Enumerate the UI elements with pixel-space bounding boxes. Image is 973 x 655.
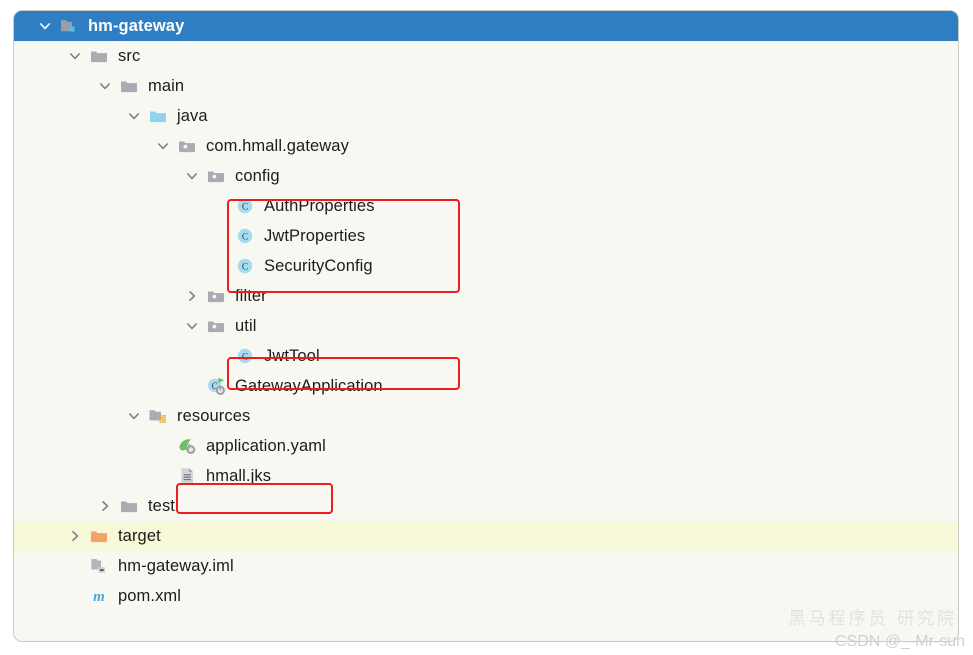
tree-row-label: src: [118, 46, 141, 65]
tree-indent-spacer: [208, 191, 234, 221]
chevron-down-icon[interactable]: [92, 71, 118, 101]
java-class-icon: C: [234, 255, 256, 277]
file-generic-icon: [176, 465, 198, 487]
tree-row-label: target: [118, 526, 161, 545]
tree-row-label: test: [148, 496, 175, 515]
chevron-down-icon[interactable]: [179, 311, 205, 341]
tree-row-label: GatewayApplication: [235, 376, 383, 395]
tree-row-label: config: [235, 166, 280, 185]
tree-row-gatewayapplication[interactable]: C GatewayApplication: [14, 371, 958, 401]
tree-indent-spacer: [208, 251, 234, 281]
folder-gray-icon: [118, 495, 140, 517]
iml-file-icon: [88, 555, 110, 577]
spring-yaml-icon: [176, 435, 198, 457]
chevron-right-icon[interactable]: [92, 491, 118, 521]
tree-row-pom-xml[interactable]: m pom.xml: [14, 581, 958, 611]
tree-row-label: AuthProperties: [264, 196, 375, 215]
spring-boot-class-icon: C: [205, 375, 227, 397]
tree-indent-spacer: [62, 551, 88, 581]
tree-row-filter[interactable]: filter: [14, 281, 958, 311]
chevron-right-icon[interactable]: [62, 521, 88, 551]
svg-text:m: m: [93, 589, 105, 605]
tree-row-label: JwtTool: [264, 346, 320, 365]
chevron-down-icon[interactable]: [121, 401, 147, 431]
tree-row-label: hm-gateway: [88, 16, 185, 35]
tree-row-hmall-jks[interactable]: hmall.jks: [14, 461, 958, 491]
chevron-down-icon[interactable]: [150, 131, 176, 161]
package-icon: [205, 165, 227, 187]
java-class-icon: C: [234, 225, 256, 247]
tree-row-label: application.yaml: [206, 436, 326, 455]
tree-row-label: SecurityConfig: [264, 256, 373, 275]
tree-indent-spacer: [150, 461, 176, 491]
tree-row-label: main: [148, 76, 185, 95]
tree-row-label: com.hmall.gateway: [206, 136, 349, 155]
package-icon: [205, 285, 227, 307]
tree-row-java[interactable]: java: [14, 101, 958, 131]
maven-icon: m: [88, 585, 110, 607]
tree-row-config[interactable]: config: [14, 161, 958, 191]
svg-text:C: C: [242, 203, 248, 213]
chevron-down-icon[interactable]: [121, 101, 147, 131]
folder-resources-icon: [147, 405, 169, 427]
watermark-csdn: CSDN @_-Mr-sun: [834, 633, 965, 650]
tree-row-label: resources: [177, 406, 251, 425]
watermark-chinese: 黑马程序员 研究院: [788, 609, 957, 629]
folder-sources-icon: [147, 105, 169, 127]
tree-row-jwttool[interactable]: C JwtTool: [14, 341, 958, 371]
svg-text:C: C: [242, 353, 248, 363]
tree-indent-spacer: [179, 371, 205, 401]
tree-row-label: pom.xml: [118, 586, 182, 605]
tree-row-label: hm-gateway.iml: [118, 556, 234, 575]
tree-row-label: filter: [235, 286, 267, 305]
tree-row-application-yaml[interactable]: application.yaml: [14, 431, 958, 461]
tree-indent-spacer: [208, 221, 234, 251]
chevron-down-icon[interactable]: [32, 11, 58, 41]
tree-row-label: java: [177, 106, 208, 125]
tree-indent-spacer: [150, 431, 176, 461]
tree-row-authproperties[interactable]: C AuthProperties: [14, 191, 958, 221]
tree-row-com-hmall-gateway[interactable]: com.hmall.gateway: [14, 131, 958, 161]
tree-row-test[interactable]: test: [14, 491, 958, 521]
tree-row-label: hmall.jks: [206, 466, 272, 485]
folder-excluded-icon: [88, 525, 110, 547]
java-class-icon: C: [234, 195, 256, 217]
chevron-down-icon[interactable]: [179, 161, 205, 191]
folder-gray-icon: [118, 75, 140, 97]
tree-row-hm-gateway-iml[interactable]: hm-gateway.iml: [14, 551, 958, 581]
chevron-down-icon[interactable]: [62, 41, 88, 71]
svg-text:C: C: [242, 263, 248, 273]
folder-gray-icon: [88, 45, 110, 67]
tree-row-target[interactable]: target: [14, 521, 958, 551]
package-icon: [205, 315, 227, 337]
java-class-icon: C: [234, 345, 256, 367]
tree-indent-spacer: [208, 341, 234, 371]
tree-row-hm-gateway[interactable]: hm-gateway: [14, 11, 958, 41]
tree-row-jwtproperties[interactable]: C JwtProperties: [14, 221, 958, 251]
package-icon: [176, 135, 198, 157]
tree-row-src[interactable]: src: [14, 41, 958, 71]
svg-text:C: C: [242, 233, 248, 243]
tree-row-securityconfig[interactable]: C SecurityConfig: [14, 251, 958, 281]
tree-indent-spacer: [62, 581, 88, 611]
tree-row-main[interactable]: main: [14, 71, 958, 101]
tree-row-resources[interactable]: resources: [14, 401, 958, 431]
chevron-right-icon[interactable]: [179, 281, 205, 311]
module-folder-icon: [58, 15, 80, 37]
tree-row-util[interactable]: util: [14, 311, 958, 341]
tree-row-label: JwtProperties: [264, 226, 366, 245]
tree-row-label: util: [235, 316, 257, 335]
svg-text:C: C: [212, 381, 218, 391]
